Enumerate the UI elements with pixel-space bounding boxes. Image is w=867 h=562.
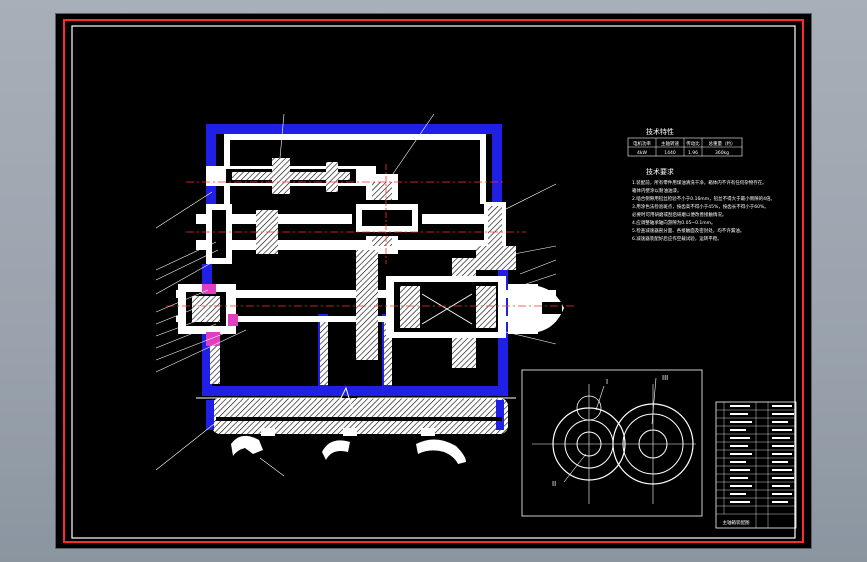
svg-text:1.装配前，所有零件用煤油清洗干净，箱体内不许有任何杂物存在: 1.装配前，所有零件用煤油清洗干净，箱体内不许有任何杂物存在。 bbox=[632, 179, 767, 186]
middle-shaft bbox=[196, 214, 496, 224]
gear-label-iii: III bbox=[662, 374, 668, 382]
foot-right bbox=[416, 439, 466, 464]
gear-label-ii: II bbox=[552, 480, 556, 488]
gear-layout-diagram: I III II bbox=[521, 369, 703, 517]
svg-text:电机功率: 电机功率 bbox=[633, 140, 651, 147]
svg-text:3.用涂色法检验斑点，按齿高不得小于45%，按齿长不得小于6: 3.用涂色法检验斑点，按齿高不得小于45%，按齿长不得小于60%。 bbox=[632, 203, 769, 210]
foot-left bbox=[231, 435, 263, 456]
tech-params-table: 技术特性 电机功率 主轴转速 传动比 总重量（约） 4kW 1440 1.96 … bbox=[627, 127, 743, 157]
housing-base bbox=[212, 398, 508, 434]
foot-middle bbox=[322, 440, 350, 460]
gear-large bbox=[356, 250, 378, 360]
housing-bottom-wall bbox=[202, 386, 508, 396]
svg-text:必要时可用研磨或刮后研磨以便改善接触情况。: 必要时可用研磨或刮后研磨以便改善接触情况。 bbox=[632, 211, 727, 218]
outer-border bbox=[63, 19, 804, 543]
svg-text:箱体内壁涂以耐油油漆。: 箱体内壁涂以耐油油漆。 bbox=[632, 187, 682, 194]
tech-params-title: 技术特性 bbox=[646, 127, 674, 136]
svg-text:总重量（约）: 总重量（约） bbox=[709, 140, 736, 147]
svg-text:2.啮合侧隙用铅丝检验不小于0.16mm，铅丝不得大于最小侧: 2.啮合侧隙用铅丝检验不小于0.16mm，铅丝不得大于最小侧隙的4倍。 bbox=[632, 195, 775, 202]
tech-requirements-title: 技术要求 bbox=[646, 167, 674, 176]
title-block-name: 主轴箱装配图 bbox=[723, 519, 750, 526]
housing-top-wall bbox=[206, 124, 502, 134]
svg-text:1.96: 1.96 bbox=[688, 150, 698, 156]
end-cap bbox=[508, 284, 538, 334]
gear-label-i: I bbox=[606, 378, 608, 386]
housing-left-upper-wall bbox=[206, 124, 216, 204]
tech-requirements: 技术要求 1.装配前，所有零件用煤油清洗干净，箱体内不许有任何杂物存在。 箱体内… bbox=[632, 167, 775, 242]
svg-text:5.检查减速器剖分面、各接触面及密封处，均不许漏油。: 5.检查减速器剖分面、各接触面及密封处，均不许漏油。 bbox=[632, 227, 744, 234]
cad-viewport[interactable]: I III II 技术特性 电机功率 主轴转速 传动比 总重量（约） 4kW 1… bbox=[56, 14, 811, 548]
svg-text:传动比: 传动比 bbox=[686, 140, 700, 147]
title-block: 主轴箱装配图 bbox=[715, 401, 797, 529]
svg-text:360kg: 360kg bbox=[715, 150, 729, 156]
assembly-drawing-canvas: I III II 技术特性 电机功率 主轴转速 传动比 总重量（约） 4kW 1… bbox=[63, 19, 804, 543]
svg-text:6.减速器装配好后应作空载试验，运转平稳。: 6.减速器装配好后应作空载试验，运转平稳。 bbox=[632, 235, 722, 242]
svg-text:1440: 1440 bbox=[664, 150, 676, 156]
gearbox-section-view bbox=[155, 113, 576, 477]
housing-right-upper-wall bbox=[492, 124, 502, 204]
svg-text:4.应调整轴承轴向游隙为0.05~0.1mm。: 4.应调整轴承轴向游隙为0.05~0.1mm。 bbox=[632, 219, 716, 226]
svg-text:4kW: 4kW bbox=[637, 150, 647, 156]
drawing-frame bbox=[71, 25, 796, 539]
svg-text:主轴转速: 主轴转速 bbox=[661, 140, 679, 147]
